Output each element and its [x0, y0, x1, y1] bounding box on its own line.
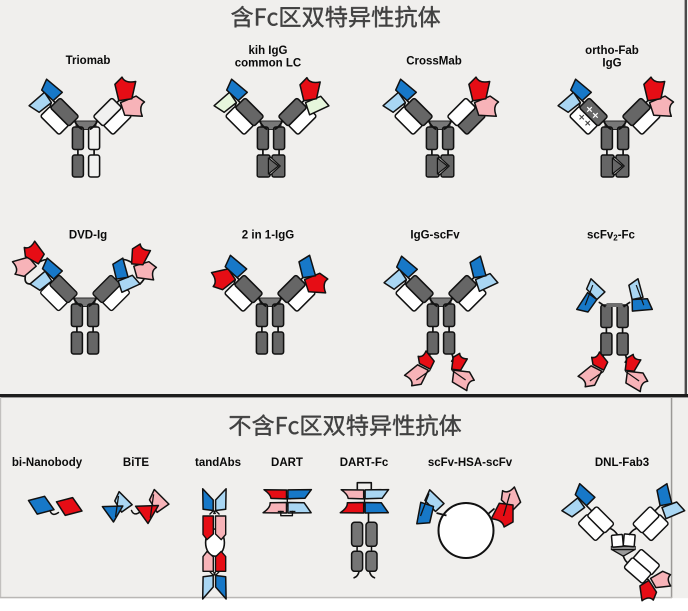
svg-text:DART-Fc: DART-Fc	[340, 457, 389, 469]
svg-text:DVD-Ig: DVD-Ig	[69, 230, 107, 242]
svg-text:tandAbs: tandAbs	[195, 457, 241, 469]
svg-text:2 in 1-IgG: 2 in 1-IgG	[242, 230, 294, 242]
svg-text:scFv2-Fc: scFv2-Fc	[587, 230, 636, 243]
svg-text:common LC: common LC	[235, 58, 301, 70]
svg-text:Triomab: Triomab	[66, 55, 111, 67]
svg-text:ortho-Fab: ortho-Fab	[585, 45, 639, 57]
svg-text:IgG: IgG	[602, 58, 621, 70]
svg-text:DNL-Fab3: DNL-Fab3	[595, 457, 649, 469]
svg-text:bi-Nanobody: bi-Nanobody	[12, 457, 83, 469]
svg-text:BiTE: BiTE	[123, 457, 150, 469]
svg-text:DART: DART	[271, 457, 303, 469]
svg-text:kih IgG: kih IgG	[249, 45, 288, 57]
svg-text:scFv-HSA-scFv: scFv-HSA-scFv	[428, 457, 513, 469]
svg-text:IgG-scFv: IgG-scFv	[410, 230, 460, 242]
svg-text:CrossMab: CrossMab	[406, 56, 462, 68]
